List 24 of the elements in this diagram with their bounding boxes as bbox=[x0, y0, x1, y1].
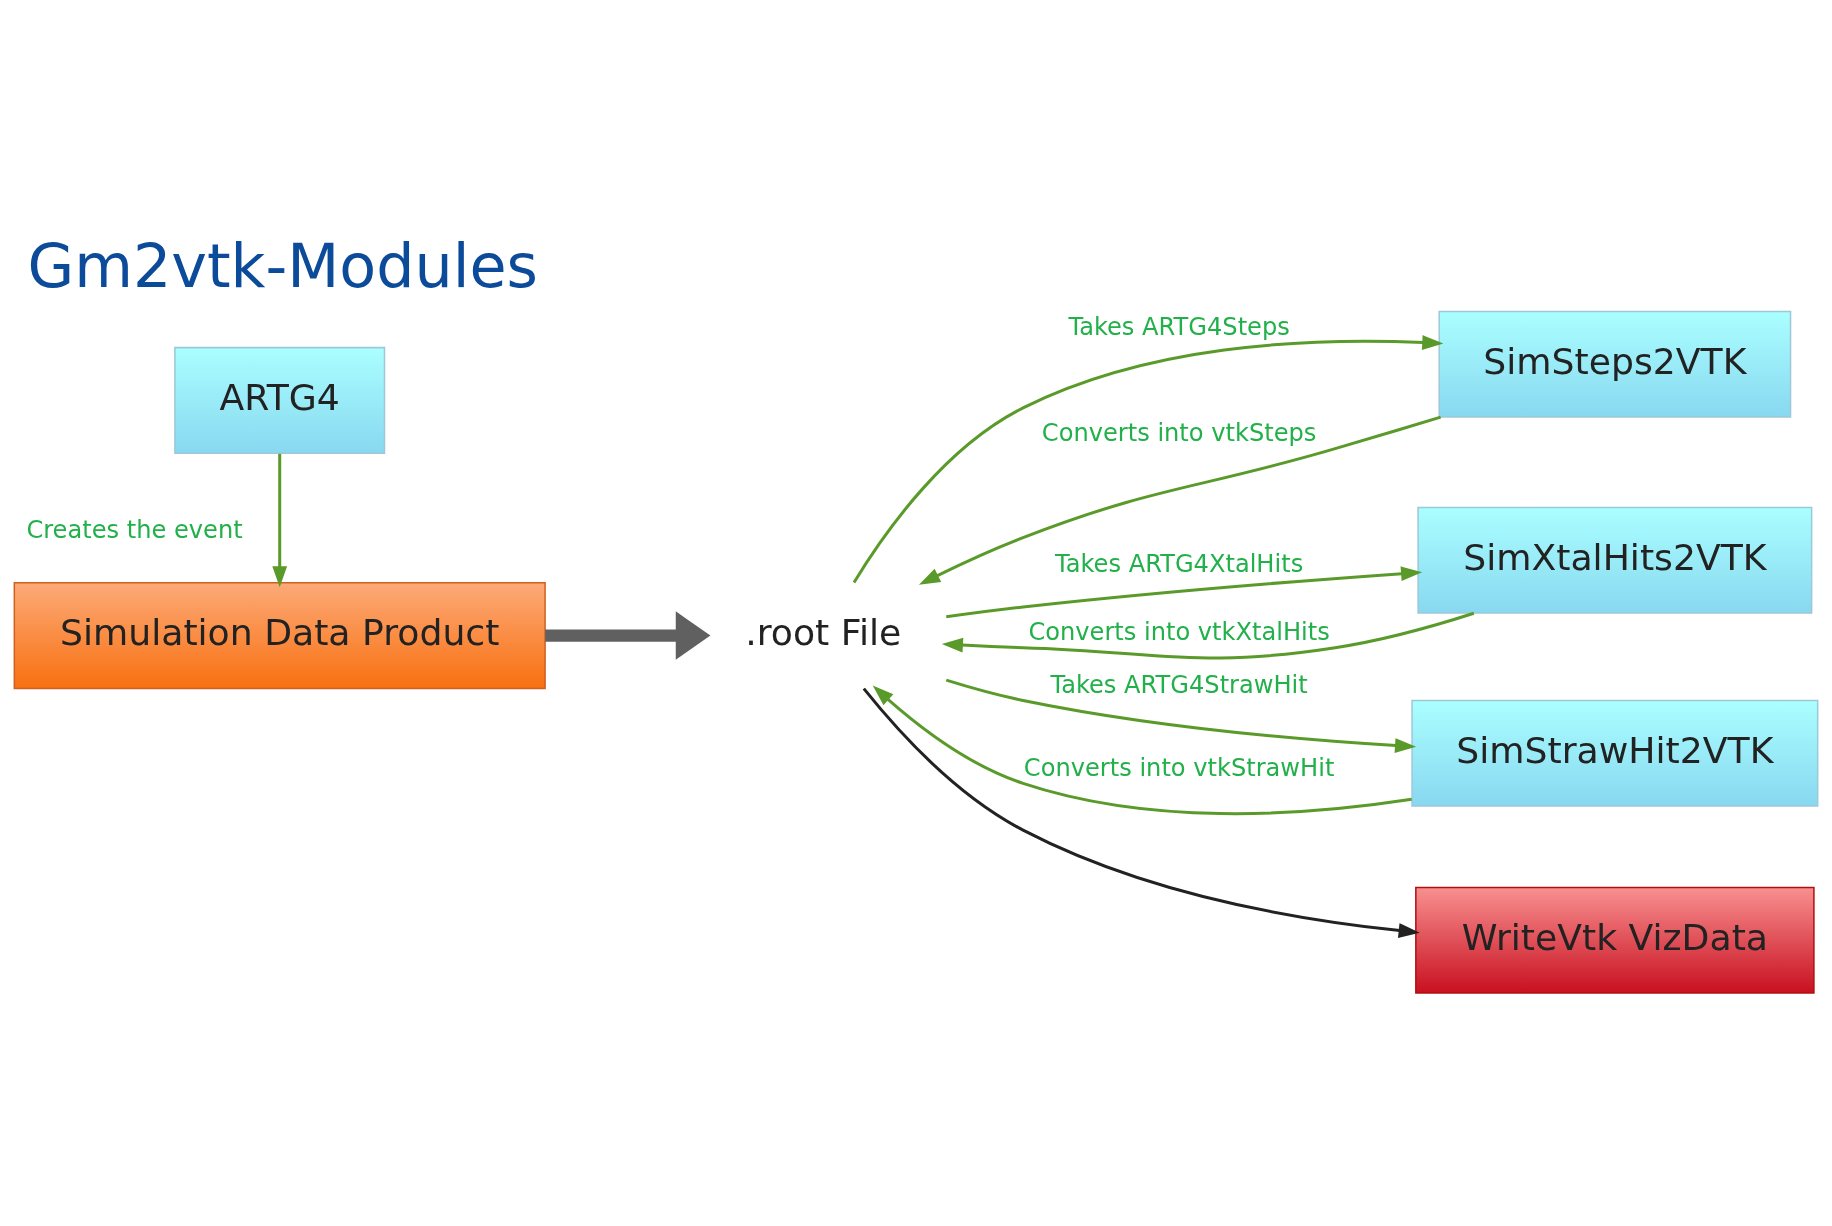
arrow bbox=[272, 453, 288, 588]
edge-label: Takes ARTG4StrawHit bbox=[1050, 670, 1308, 699]
edge-label: Converts into vtkXtalHits bbox=[1028, 617, 1330, 646]
edge-label: Converts into vtkStrawHit bbox=[1023, 753, 1335, 782]
node-text: .root File bbox=[745, 610, 902, 654]
arrow bbox=[941, 611, 1475, 660]
arrow bbox=[946, 566, 1423, 619]
edge-label: Creates the event bbox=[26, 516, 243, 545]
arrow bbox=[918, 415, 1442, 585]
arrow bbox=[852, 335, 1444, 584]
node-box: SimXtalHits2VTK bbox=[1417, 506, 1813, 614]
arrow bbox=[945, 678, 1417, 753]
edge-label: Takes ARTG4Steps bbox=[1068, 313, 1290, 342]
node-box: SimSteps2VTK bbox=[1438, 310, 1792, 418]
node-box: ARTG4 bbox=[174, 346, 386, 454]
diagram-title: Gm2vtk-Modules bbox=[27, 231, 538, 302]
arrow bbox=[872, 685, 1412, 816]
node-box: SimStrawHit2VTK bbox=[1411, 699, 1819, 807]
arrow bbox=[862, 687, 1420, 938]
arrow bbox=[545, 611, 711, 660]
node-box: WriteVtk VizData bbox=[1415, 886, 1815, 994]
edge-label: Takes ARTG4XtalHits bbox=[1055, 549, 1304, 578]
node-box: Simulation Data Product bbox=[13, 582, 546, 690]
edge-label: Converts into vtkSteps bbox=[1041, 418, 1317, 447]
